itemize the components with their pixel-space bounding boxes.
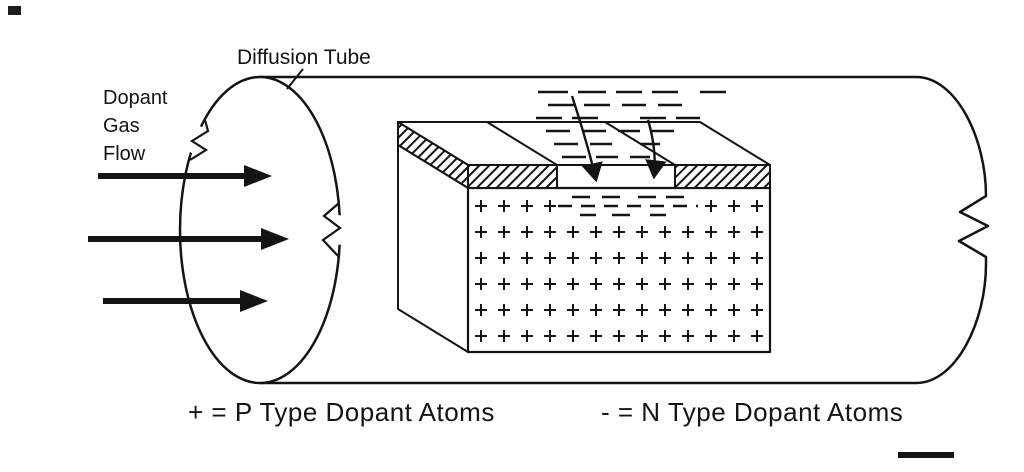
wafer-block <box>397 121 772 354</box>
break-zigzag-left <box>189 119 210 161</box>
mask-window-edge-left <box>486 121 558 166</box>
oxide-mask-band-left <box>467 164 558 189</box>
bottom-right-mark <box>898 452 954 458</box>
label-leader-line <box>286 68 304 90</box>
diffusion-arrows <box>570 95 667 183</box>
tube-opening <box>178 75 352 385</box>
diffusion-arrow-right <box>645 119 667 180</box>
n-type-diffused-region <box>556 194 700 218</box>
gas-flow-arrows <box>88 165 289 312</box>
diffusion-arrow-left <box>570 95 603 183</box>
n-type-gas-cloud <box>536 90 726 159</box>
flow-arrow-middle <box>88 228 289 250</box>
n-region-dashes <box>572 195 684 217</box>
oxide-mask-band-right <box>674 164 771 189</box>
flow-label-line3: Flow <box>103 143 146 165</box>
legend-n-type: - = N Type Dopant Atoms <box>601 397 903 427</box>
legend: + = P Type Dopant Atoms - = N Type Dopan… <box>188 397 903 427</box>
legend-p-type: + = P Type Dopant Atoms <box>188 397 495 427</box>
flow-arrow-bottom <box>103 290 268 312</box>
top-left-mark <box>8 6 21 15</box>
flow-arrow-top <box>98 165 272 187</box>
diffusion-tube-outline <box>260 75 990 385</box>
flow-label-line2: Gas <box>103 115 140 137</box>
tube-body <box>260 75 990 385</box>
dopant-gas-flow-label: Dopant Gas Flow <box>103 87 168 165</box>
break-zigzag-right <box>321 202 342 258</box>
flow-label-line1: Dopant <box>103 87 168 109</box>
tube-opening-ellipse <box>178 75 342 385</box>
diffusion-tube-label: Diffusion Tube <box>237 46 371 69</box>
